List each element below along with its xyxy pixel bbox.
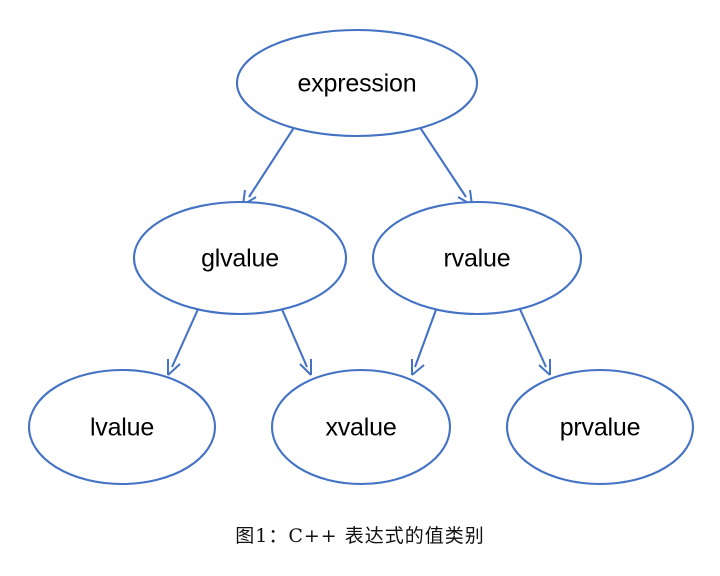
- node-shape[interactable]: [27, 368, 217, 486]
- node-label-prvalue: prvalue: [560, 414, 641, 442]
- node-group: expression glvalue rvalue lvalue xvalue: [27, 28, 695, 486]
- node-shape[interactable]: [235, 28, 479, 138]
- node-shape[interactable]: [505, 368, 695, 486]
- arrowhead-icon: [411, 359, 425, 376]
- node-shape[interactable]: [371, 200, 583, 316]
- edge-line: [418, 125, 467, 198]
- node-shape[interactable]: [132, 200, 348, 316]
- edge-line: [414, 306, 438, 368]
- node-xvalue[interactable]: xvalue: [270, 368, 452, 486]
- edge-line: [280, 306, 308, 368]
- node-label-rvalue: rvalue: [444, 245, 511, 273]
- node-label-glvalue: glvalue: [201, 245, 279, 273]
- node-label-lvalue: lvalue: [90, 414, 154, 442]
- arrowhead-icon: [299, 359, 312, 376]
- edge-glvalue-xvalue: [280, 306, 312, 376]
- node-prvalue[interactable]: prvalue: [505, 368, 695, 486]
- node-label-xvalue: xvalue: [325, 414, 396, 442]
- arrowhead-icon: [538, 359, 551, 376]
- node-shape[interactable]: [270, 368, 452, 486]
- edge-line: [248, 125, 296, 198]
- edge-expression-rvalue: [418, 125, 473, 206]
- edge-line: [171, 306, 200, 368]
- node-rvalue[interactable]: rvalue: [371, 200, 583, 316]
- node-lvalue[interactable]: lvalue: [27, 368, 217, 486]
- node-label-expression: expression: [298, 70, 417, 98]
- arrowhead-icon: [167, 359, 181, 376]
- node-glvalue[interactable]: glvalue: [132, 200, 348, 316]
- edge-expression-glvalue: [242, 125, 296, 206]
- figure-caption: 图1：C++ 表达式的值类别: [235, 525, 485, 547]
- edge-line: [518, 306, 547, 368]
- edge-rvalue-prvalue: [518, 306, 551, 376]
- node-expression[interactable]: expression: [235, 28, 479, 138]
- edge-rvalue-xvalue: [411, 306, 438, 376]
- edge-glvalue-lvalue: [167, 306, 200, 376]
